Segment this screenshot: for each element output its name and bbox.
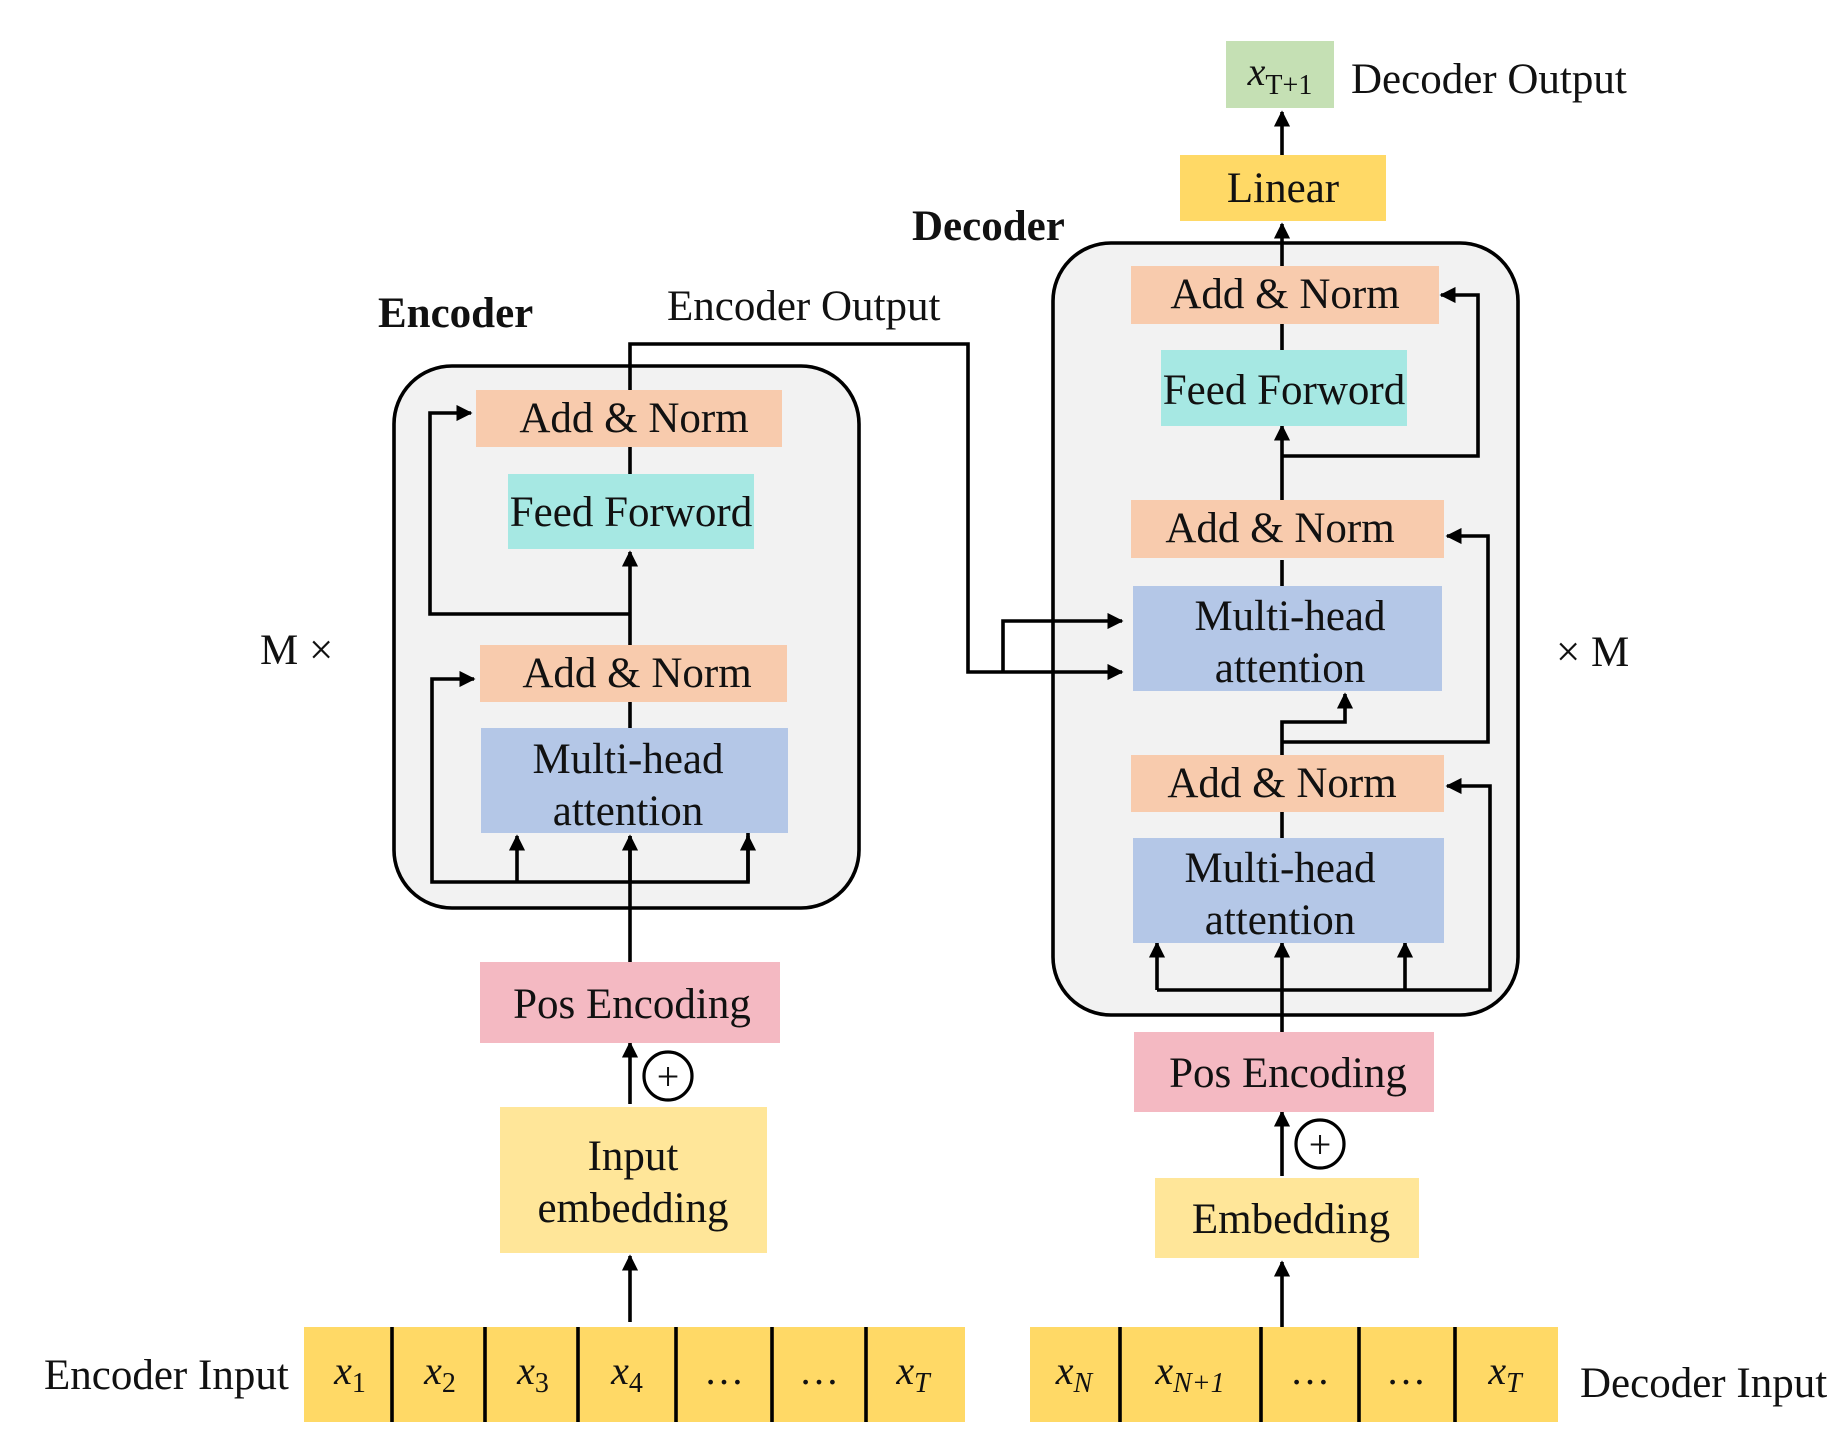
decoder-plus-circle: + [1294,1118,1346,1170]
encoder-input-embedding: Input embedding [500,1107,767,1253]
encoder-token: … [704,1348,744,1393]
encoder-add-norm-bottom: Add & Norm [480,645,787,702]
encoder-add-norm-top-label: Add & Norm [519,395,748,442]
decoder-self-attention: Multi-head attention [1133,838,1444,944]
repeat-left-label: M × [260,627,333,674]
decoder-add-norm-mid: Add & Norm [1131,500,1444,558]
encoder-add-norm-bottom-label: Add & Norm [522,650,751,697]
decoder-output-token-label: xT+1 [1247,49,1313,101]
decoder-self-mha-line1: Multi-head [1184,845,1375,892]
decoder-add-norm-bottom: Add & Norm [1131,755,1444,812]
decoder-linear-label: Linear [1227,165,1339,212]
encoder-plus-symbol: + [657,1054,680,1099]
decoder-self-mha-line2: attention [1205,897,1355,944]
encoder-connectors [428,342,1124,1322]
decoder-add-norm-bottom-label: Add & Norm [1167,760,1396,807]
decoder-connectors [1148,110,1492,1328]
encoder-mha-line1: Multi-head [532,736,723,783]
encoder-input-label: Encoder Input [44,1352,289,1399]
encoder-mha-line2: attention [553,788,703,835]
decoder-token: xN [1055,1348,1094,1399]
encoder-embedding-line2: embedding [537,1185,728,1232]
decoder-add-norm-top-label: Add & Norm [1170,271,1399,318]
encoder-multihead-attention: Multi-head attention [481,728,788,835]
decoder-pos-encoding-label: Pos Encoding [1169,1050,1407,1097]
decoder-linear: Linear [1180,155,1386,221]
encoder-add-norm-top: Add & Norm [476,390,782,447]
decoder-input-label: Decoder Input [1580,1360,1827,1407]
encoder-token: x1 [333,1348,366,1399]
decoder-feed-forward: Feed Forword [1161,350,1407,426]
encoder-output-label: Encoder Output [667,283,941,330]
decoder-token: xN+1 [1154,1348,1224,1399]
encoder-feed-forward: Feed Forword [508,474,754,549]
encoder-token: x4 [610,1348,643,1399]
decoder-embedding-label: Embedding [1192,1196,1390,1243]
encoder-title: Encoder [378,290,533,337]
encoder-pos-encoding: Pos Encoding [480,962,780,1043]
decoder-output-token: xT+1 [1226,41,1334,108]
encoder-token: … [799,1348,839,1393]
decoder-input-tokens: xN xN+1 … … xT [1030,1327,1558,1422]
decoder-plus-symbol: + [1309,1122,1332,1167]
encoder-feed-forward-label: Feed Forword [510,489,752,536]
decoder-cross-mha-line2: attention [1215,645,1365,692]
encoder-embedding-line1: Input [588,1133,679,1180]
decoder-cross-attention: Multi-head attention [1133,586,1442,692]
decoder-add-norm-mid-label: Add & Norm [1165,505,1394,552]
decoder-output-label: Decoder Output [1351,56,1627,103]
repeat-right-label: × M [1556,629,1629,676]
decoder-cross-mha-line1: Multi-head [1194,593,1385,640]
decoder-add-norm-top: Add & Norm [1131,266,1439,324]
decoder-title: Decoder [912,203,1065,250]
decoder-feed-forward-label: Feed Forword [1163,367,1405,414]
encoder-token: x3 [516,1348,549,1399]
encoder-plus-circle: + [642,1050,694,1102]
encoder-input-tokens: x1 x2 x3 x4 … … xT [304,1327,965,1422]
decoder-token: xT [1487,1348,1524,1399]
decoder-embedding: Embedding [1155,1178,1419,1258]
decoder-token: … [1386,1348,1426,1393]
encoder-token: x2 [423,1348,456,1399]
decoder-pos-encoding: Pos Encoding [1134,1032,1434,1112]
encoder-token: xT [895,1348,932,1399]
encoder-pos-encoding-label: Pos Encoding [513,981,751,1028]
decoder-token: … [1290,1348,1330,1393]
